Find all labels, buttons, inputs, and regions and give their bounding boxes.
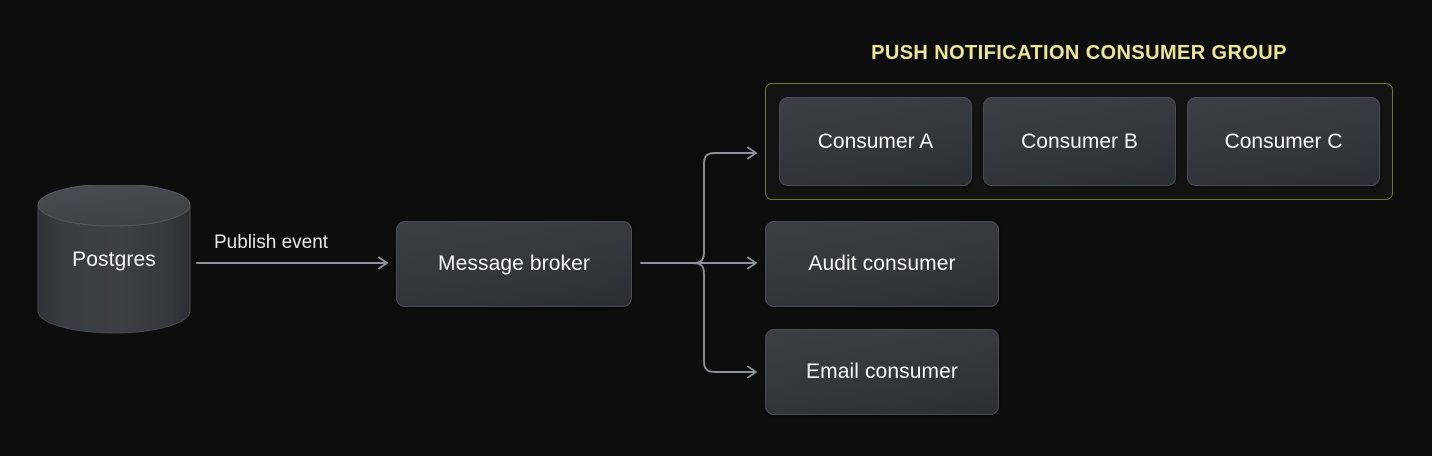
cylinder-icon: [37, 183, 191, 334]
node-consumer-a-label: Consumer A: [817, 129, 934, 153]
edge-broker-to-audit: [692, 256, 757, 270]
node-consumer-c[interactable]: Consumer C: [1187, 97, 1380, 186]
node-consumer-c-label: Consumer C: [1224, 129, 1343, 153]
node-consumer-b-label: Consumer B: [1021, 129, 1138, 153]
edge-publish-event: [196, 256, 388, 270]
push-notification-consumer-group[interactable]: Consumer A Consumer B Consumer C: [765, 83, 1393, 200]
edge-label-publish-event: Publish event: [214, 232, 329, 253]
consumer-group-title: PUSH NOTIFICATION CONSUMER GROUP: [871, 42, 1287, 64]
node-postgres-label: Postgres: [72, 248, 156, 271]
node-consumer-a[interactable]: Consumer A: [779, 97, 972, 186]
node-consumer-b[interactable]: Consumer B: [983, 97, 1176, 186]
node-audit-consumer-label: Audit consumer: [808, 252, 956, 275]
node-message-broker[interactable]: Message broker: [396, 221, 632, 307]
edge-broker-to-email: [692, 262, 757, 379]
node-audit-consumer[interactable]: Audit consumer: [765, 221, 999, 307]
node-postgres[interactable]: Postgres: [36, 183, 192, 335]
node-email-consumer[interactable]: Email consumer: [765, 329, 999, 415]
node-email-consumer-label: Email consumer: [806, 360, 958, 383]
node-message-broker-label: Message broker: [438, 252, 590, 275]
edge-broker-to-consumer-group: [692, 146, 757, 264]
